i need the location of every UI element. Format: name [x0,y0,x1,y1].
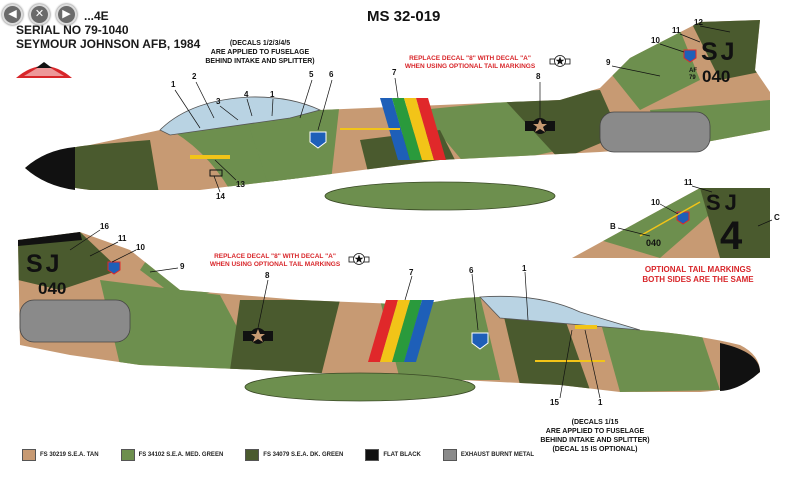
callout-top-10: 10 [651,36,660,45]
callout-top-9: 9 [606,58,611,67]
header-line1: ...4E [84,9,109,23]
decals-bottom-note: (DECALS 1/15 ARE APPLIED TO FUSELAGE BEH… [540,419,650,453]
callout-bottom-15: 15 [550,398,559,407]
callout-top-11: 11 [672,26,681,35]
replace-decal-bottom-note: REPLACE DECAL "8" WITH DECAL "A" WHEN US… [209,253,341,268]
callout-optional-c: C [774,213,780,222]
callout-bottom-16: 16 [100,222,109,231]
tail-badge-top [683,49,697,63]
legend-med-green: FS 34102 S.E.A. MED. GREEN [120,449,223,461]
callout-top-5: 5 [309,70,314,79]
callout-bottom-6: 6 [469,266,474,275]
color-legend: FS 30219 S.E.A. TAN FS 34102 S.E.A. MED.… [22,449,534,461]
tail-code-bottom: SJ [26,250,63,278]
callout-top-8: 8 [536,72,541,81]
swatch-med-green [120,449,135,461]
brand-logo [14,58,74,82]
insignia-a-top-icon [549,55,571,67]
callout-optional-b: B [610,222,616,231]
callout-top-12: 12 [694,18,703,27]
tail-badge-bottom [107,261,121,275]
rainbow-band-top [380,98,446,160]
callout-top-3: 3 [216,97,221,106]
replace-decal-top-note: REPLACE DECAL "8" WITH DECAL "A" WHEN US… [404,55,536,70]
back-button[interactable]: ◀ [2,4,23,25]
national-insignia-bottom [243,328,273,344]
callout-optional-10: 10 [651,198,660,207]
national-insignia-top [525,118,555,134]
logo-icon [16,62,72,78]
optional-tail-code: SJ [706,190,741,215]
tac-badge-top [309,131,327,149]
callout-bottom-10: 10 [136,243,145,252]
swatch-flat-black [365,449,380,461]
callout-bottom-1a: 1 [522,264,527,273]
swatch-exhaust [442,449,457,461]
optional-tail-serial: 040 [646,238,662,248]
decals-top-note: (DECALS 1/2/3/4/5 ARE APPLIED TO FUSELAG… [205,40,315,65]
optional-tail-number: 4 [720,214,743,258]
callout-top-1a: 1 [171,80,176,89]
callout-top-2: 2 [192,72,197,81]
legend-dk-green: FS 34079 S.E.A. DK. GREEN [245,449,343,461]
tail-serial-top: 040 [702,67,731,86]
callout-top-13: 13 [236,180,245,189]
close-button[interactable]: ✕ [29,4,50,25]
callout-top-6: 6 [329,70,334,79]
legend-flat-black: FLAT BLACK [365,449,421,461]
sheet-number: MS 32-019 [367,8,441,25]
header-base: SEYMOUR JOHNSON AFB, 1984 [16,37,201,51]
tail-code-top: SJ [701,38,738,66]
optional-tail-note: OPTIONAL TAIL MARKINGS BOTH SIDES ARE TH… [642,265,754,284]
legend-tan: FS 30219 S.E.A. TAN [22,449,99,461]
tac-badge-bottom [471,332,489,350]
callout-bottom-9: 9 [180,262,185,271]
callout-top-7: 7 [392,68,397,77]
forward-button[interactable]: ▶ [56,4,77,25]
tail-serial-bottom: 040 [38,279,67,298]
callout-top-14: 14 [216,192,225,201]
rainbow-band-bottom [368,300,434,362]
callout-bottom-7: 7 [409,268,414,277]
swatch-tan [22,449,36,461]
legend-exhaust: EXHAUST BURNT METAL [442,449,534,461]
header-serial: SERIAL NO 79-1040 [16,23,129,37]
tail-af-top: AF 79 [689,68,697,81]
callout-top-4: 4 [244,90,249,99]
swatch-dk-green [245,449,260,461]
callout-bottom-1b: 1 [598,398,603,407]
insignia-a-bottom-icon [348,253,370,265]
callout-optional-11: 11 [684,178,693,187]
callout-top-1b: 1 [270,90,275,99]
optional-tail-profile [572,188,770,258]
callout-bottom-11: 11 [118,234,127,243]
callout-bottom-8: 8 [265,271,270,280]
